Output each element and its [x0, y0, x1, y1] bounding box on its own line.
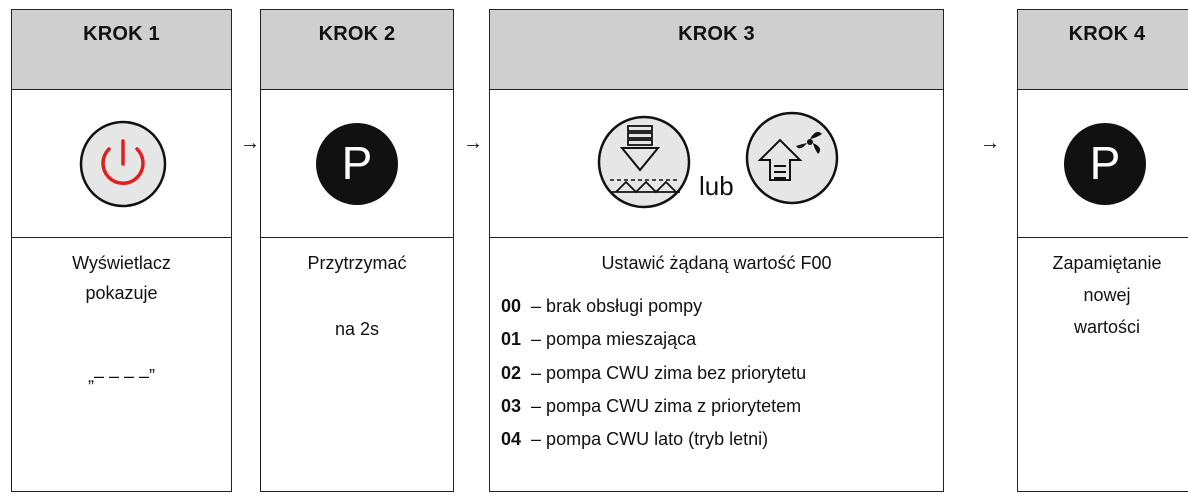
connector-lub: lub	[699, 171, 734, 201]
step-1-title: KROK 1	[12, 10, 231, 90]
arrow-3-4: →	[980, 132, 1000, 154]
option-02-label: – pompa CWU zima bez priorytetu	[531, 363, 807, 383]
step-3-instruction: Ustawić żądaną wartość F00	[601, 253, 832, 273]
option-01-code: 01	[501, 329, 522, 349]
step-1-box: KROK 1 Wyświetlacz pokazuje „– – – –”	[11, 9, 232, 492]
step-4-line-3: wartości	[1073, 317, 1140, 337]
option-03-code: 03	[501, 396, 522, 416]
option-00: 00 – brak obsługi pompy	[501, 296, 702, 317]
fan-up-icon	[745, 111, 839, 205]
option-04: 04 – pompa CWU lato (tryb letni)	[501, 429, 768, 450]
step-2-line-1: Przytrzymać	[307, 253, 407, 273]
power-icon	[79, 120, 167, 208]
step-1-line-2: pokazuje	[85, 283, 158, 303]
option-02: 02 – pompa CWU zima bez priorytetu	[501, 363, 806, 384]
step-2-line-2: na 2s	[334, 319, 380, 339]
arrow-2-3: →	[463, 132, 483, 154]
step-1-line-3: „– – – –”	[87, 366, 156, 386]
option-02-code: 02	[501, 363, 522, 383]
option-01-label: – pompa mieszająca	[531, 329, 697, 349]
svg-text:P: P	[342, 137, 373, 189]
step-4-line-1: Zapamiętanie	[1052, 253, 1162, 273]
step-2-box: KROK 2 P Przytrzymać na 2s	[260, 9, 454, 492]
option-01: 01 – pompa mieszająca	[501, 329, 696, 350]
step-4-title: KROK 4	[1018, 10, 1188, 90]
option-03: 03 – pompa CWU zima z priorytetem	[501, 396, 801, 417]
p-button-icon: P	[316, 123, 398, 205]
step-4-icon-row: P	[1018, 90, 1188, 238]
option-00-code: 00	[501, 296, 522, 316]
step-2-title: KROK 2	[261, 10, 453, 90]
step-2-icon-row: P	[261, 90, 453, 238]
option-00-label: – brak obsługi pompy	[531, 296, 703, 316]
step-3-title: KROK 3	[490, 10, 943, 90]
option-04-label: – pompa CWU lato (tryb letni)	[531, 429, 769, 449]
svg-text:P: P	[1090, 137, 1121, 189]
step-4-line-2: nowej	[1083, 285, 1131, 305]
arrow-1-2: →	[240, 132, 260, 154]
step-3-box: KROK 3 lub U	[489, 9, 944, 492]
feed-down-icon	[597, 115, 691, 209]
p-button-icon: P	[1064, 123, 1146, 205]
step-4-box: KROK 4 P Zapamiętanie nowej wartości	[1017, 9, 1188, 492]
step-1-icon-row	[12, 90, 231, 238]
option-03-label: – pompa CWU zima z priorytetem	[531, 396, 802, 416]
option-04-code: 04	[501, 429, 522, 449]
step-1-line-1: Wyświetlacz	[72, 253, 171, 273]
step-3-icon-row: lub	[490, 90, 943, 238]
